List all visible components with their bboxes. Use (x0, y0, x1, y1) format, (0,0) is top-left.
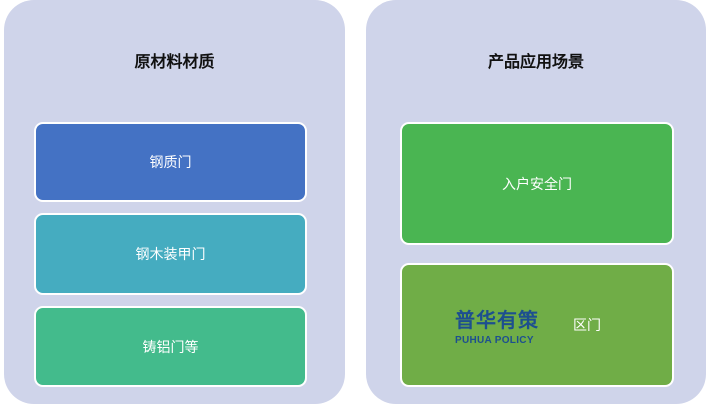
material-box-steel-wood-armored-door: 钢木装甲门 (34, 213, 307, 295)
material-box-label: 钢木装甲门 (135, 247, 206, 263)
scenario-box-label: 区门 (573, 318, 601, 334)
scenario-box-entrance-security-door: 入户安全门 (400, 122, 674, 245)
material-box-label: 钢质门 (149, 155, 192, 171)
raw-material-title: 原材料材质 (134, 52, 215, 71)
scenario-box-district-door: 区门 (400, 263, 674, 387)
material-box-steel-door: 钢质门 (34, 122, 307, 202)
application-scenario-title: 产品应用场景 (487, 52, 584, 71)
scenario-box-label: 入户安全门 (502, 176, 572, 193)
material-box-label: 铸铝门等 (142, 339, 199, 356)
material-box-cast-aluminum-door: 铸铝门等 (34, 306, 307, 387)
